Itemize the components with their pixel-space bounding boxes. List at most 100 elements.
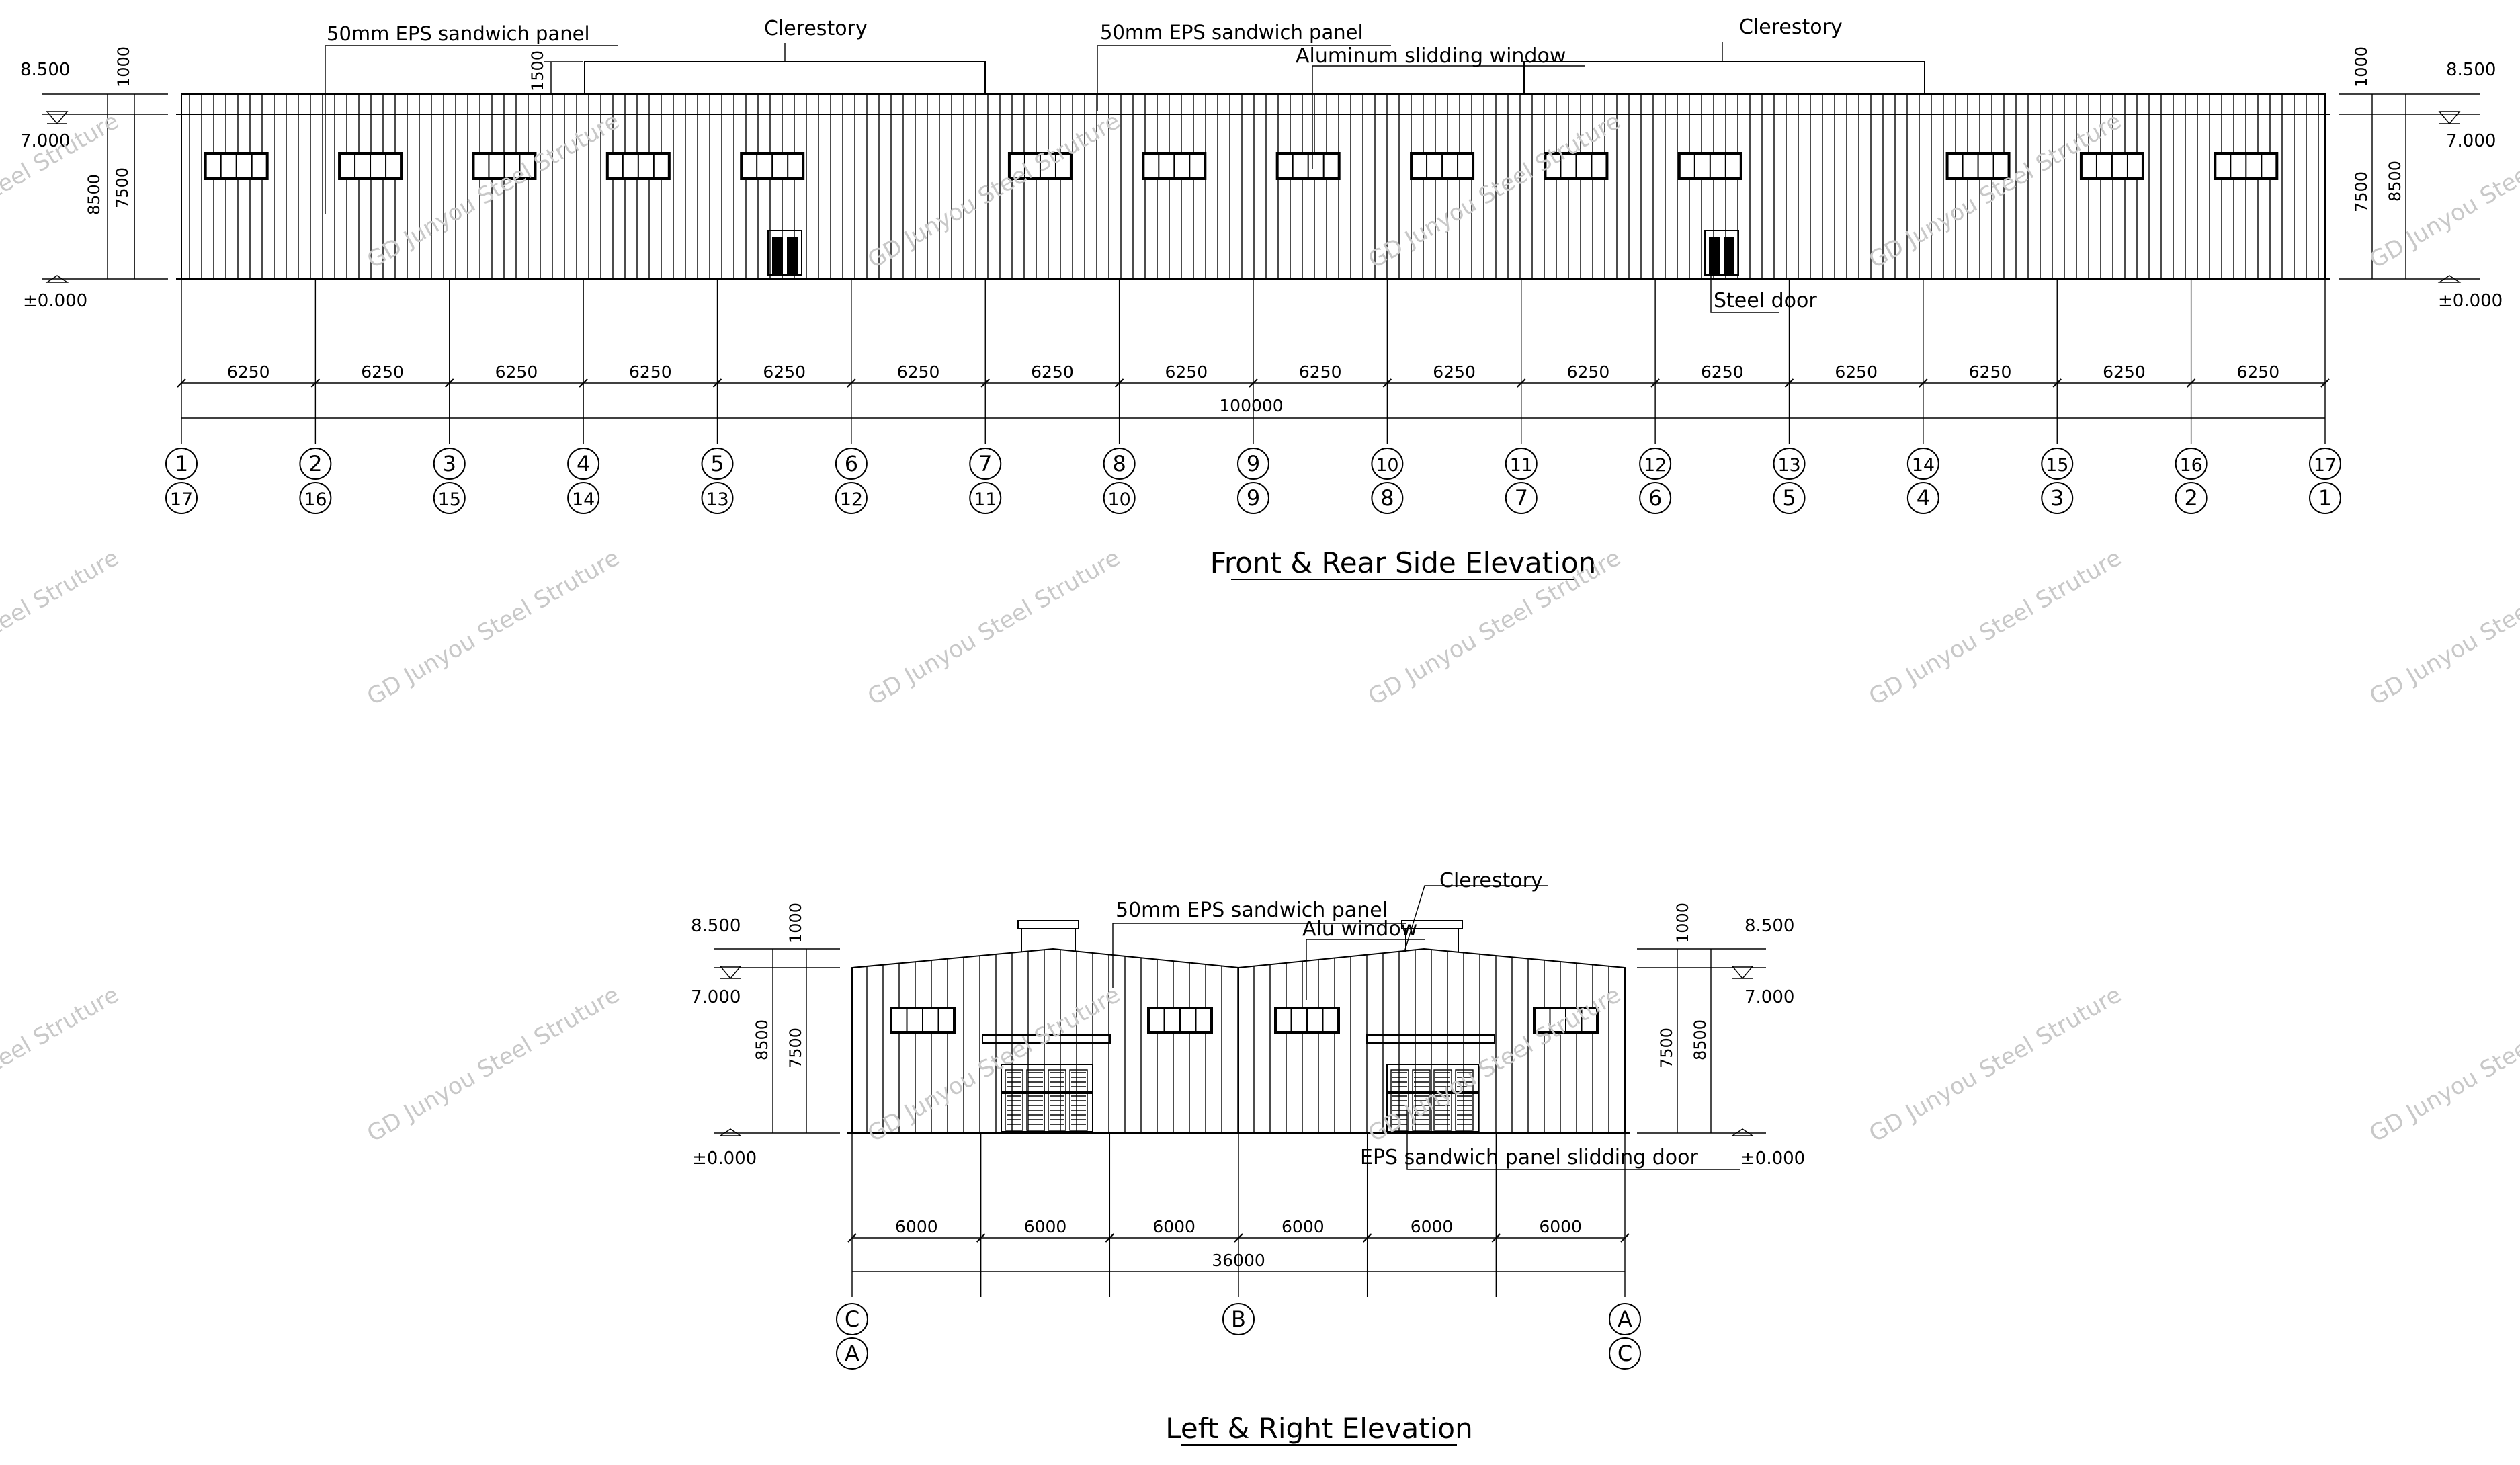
front-window-15: [2214, 152, 2279, 180]
front-axis-top-4: 4: [567, 448, 600, 480]
front-axis-top-10: 10: [1371, 448, 1404, 480]
front-tick-15: [2186, 378, 2196, 388]
svg-text:12: 12: [1644, 455, 1667, 476]
side-tick-1: [976, 1233, 986, 1243]
watermark-4: GD Junyou Steel Struture: [1865, 108, 2126, 274]
front-total-dim: 100000: [1219, 396, 1283, 415]
side-canopy-left: [982, 1034, 1111, 1044]
svg-text:11: 11: [1510, 455, 1533, 476]
front-tick-3: [579, 378, 588, 388]
side-right-level-ground: ±0.000: [1740, 1148, 1805, 1169]
svg-text:B: B: [1231, 1306, 1246, 1332]
front-bay-dim-11: 6250: [1701, 362, 1744, 382]
front-right-dim-1000: 1000: [2352, 46, 2371, 87]
front-axis-bottom-4: 4: [1906, 482, 1939, 514]
side-axis-top-C: C: [836, 1303, 868, 1335]
side-clerestory-label: Clerestory: [1439, 869, 1543, 892]
side-door-left-leaf-2: [1048, 1069, 1066, 1131]
front-right-level-eave: 7.000: [2446, 131, 2496, 151]
front-window-13: [1945, 152, 2011, 180]
side-door-left-leaf-0: [1005, 1069, 1023, 1131]
side-title: Left & Right Elevation: [1165, 1412, 1473, 1445]
watermark-11: GD Junyou Steel Struture: [2365, 544, 2520, 711]
front-axis-top-16: 16: [2175, 448, 2208, 480]
svg-text:10: 10: [1107, 489, 1130, 510]
front-door-label: Steel door: [1714, 289, 1817, 312]
front-axis-bottom-15: 15: [433, 482, 466, 514]
svg-text:3: 3: [443, 451, 456, 476]
front-tick-6: [980, 378, 990, 388]
front-tick-4: [712, 378, 722, 388]
watermark-13: GD Junyou Steel Struture: [363, 981, 624, 1148]
side-left-dim-1000: 1000: [786, 903, 805, 944]
front-window-7: [1142, 152, 1207, 180]
svg-text:16: 16: [304, 489, 327, 510]
side-door-right-leaf-1: [1412, 1069, 1431, 1131]
watermark-12: GD Junyou Steel Struture: [0, 981, 124, 1148]
front-axis-bottom-12: 12: [835, 482, 868, 514]
front-axis-bottom-2: 2: [2175, 482, 2208, 514]
front-tick-11: [1650, 378, 1660, 388]
side-window-2: [1274, 1007, 1340, 1034]
front-grid-axes: 1172163154145136127118109910811712613514…: [165, 448, 2341, 514]
front-axis-top-9: 9: [1237, 448, 1269, 480]
front-steel-door-right: [1704, 230, 1739, 276]
front-bay-dim-9: 6250: [1433, 362, 1476, 382]
svg-text:17: 17: [2314, 455, 2337, 476]
watermark-10: GD Junyou Steel Struture: [1865, 544, 2126, 711]
front-eps-label-2: 50mm EPS sandwich panel: [1100, 21, 1363, 44]
front-axis-bottom-8: 8: [1371, 482, 1404, 514]
side-window-3: [1533, 1007, 1599, 1034]
side-bay-dim-4: 6000: [1411, 1217, 1454, 1237]
front-left-level-eave: 7.000: [20, 131, 70, 151]
svg-text:13: 13: [1777, 455, 1800, 476]
side-eps-label: 50mm EPS sandwich panel: [1116, 898, 1388, 922]
front-wall-cladding: [189, 94, 2319, 279]
side-window-label: Alu window: [1302, 917, 1417, 941]
side-door-right-leaf-0: [1390, 1069, 1409, 1131]
watermark-7: GD Junyou Steel Struture: [363, 544, 624, 711]
front-bay-dim-6: 6250: [1031, 362, 1074, 382]
svg-text:12: 12: [840, 489, 863, 510]
watermark-6: GD Junyou Steel Struture: [0, 544, 124, 711]
front-axis-bottom-10: 10: [1103, 482, 1136, 514]
front-right-level-top: 8.500: [2446, 60, 2496, 80]
side-axis-bottom-A: A: [836, 1337, 868, 1370]
front-axis-bottom-5: 5: [1773, 482, 1806, 514]
side-right-level-top: 8.500: [1745, 916, 1794, 936]
side-left-dim-8500: 8500: [753, 1019, 771, 1060]
front-clerestory-label-left: Clerestory: [764, 17, 868, 40]
front-axis-bottom-11: 11: [969, 482, 1002, 514]
side-axis-top-B: B: [1222, 1303, 1255, 1335]
front-axis-top-17: 17: [2309, 448, 2341, 480]
svg-text:1: 1: [2318, 485, 2332, 511]
side-wall-cladding: [866, 950, 1609, 1133]
svg-text:2: 2: [2184, 485, 2197, 511]
side-left-level-top: 8.500: [691, 916, 741, 936]
front-left-dim-1000: 1000: [114, 46, 133, 87]
front-axis-bottom-3: 3: [2041, 482, 2074, 514]
front-axis-top-15: 15: [2041, 448, 2074, 480]
side-window-1: [1147, 1007, 1213, 1034]
side-tick-5: [1491, 1233, 1501, 1243]
front-axis-top-3: 3: [433, 448, 466, 480]
svg-text:14: 14: [1912, 455, 1935, 476]
front-bay-dim-7: 6250: [1165, 362, 1208, 382]
front-bay-dim-10: 6250: [1567, 362, 1610, 382]
front-tick-8: [1249, 378, 1258, 388]
front-window-14: [2079, 152, 2144, 180]
watermark-16: GD Junyou Steel Struture: [1865, 981, 2126, 1148]
front-window-0: [204, 152, 269, 180]
front-axis-top-8: 8: [1103, 448, 1136, 480]
front-tick-12: [1784, 378, 1794, 388]
side-door-label: EPS sandwich panel slidding door: [1360, 1146, 1698, 1169]
front-clerestory-label-right: Clerestory: [1739, 15, 1843, 39]
side-door-left-leaf-3: [1069, 1069, 1088, 1131]
side-axis-top-A: A: [1609, 1303, 1641, 1335]
svg-text:10: 10: [1376, 455, 1398, 476]
front-steel-door-left: [767, 230, 802, 276]
front-axis-bottom-14: 14: [567, 482, 600, 514]
watermark-17: GD Junyou Steel Struture: [2365, 981, 2520, 1148]
